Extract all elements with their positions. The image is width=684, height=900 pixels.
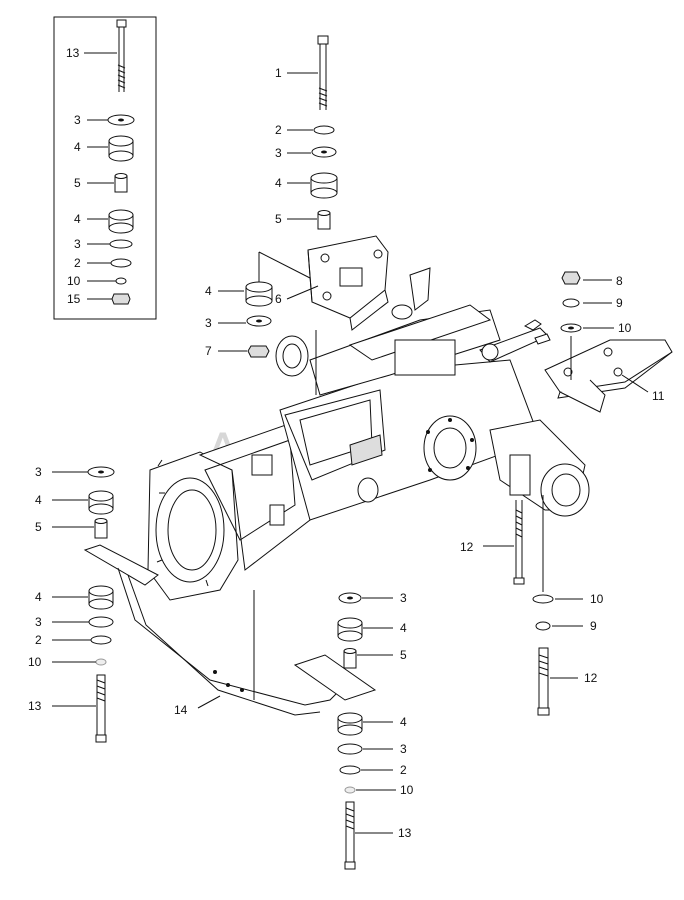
callout-bc-4a: 4 <box>400 621 407 635</box>
callout-bc-3b: 3 <box>400 742 407 756</box>
inset-washer-3b <box>109 239 133 249</box>
top-bracket <box>307 235 389 331</box>
inset-bushing-4b <box>108 209 134 234</box>
mid-nut-7 <box>247 345 270 358</box>
top-mount-stack: 1 2 3 4 5 <box>275 35 338 230</box>
inset-stack: 13 3 4 5 4 3 2 10 15 <box>53 16 157 320</box>
right-top-stack: 8 9 10 11 <box>560 271 665 403</box>
callout-top-2: 2 <box>275 123 282 137</box>
callout-inset-4a: 4 <box>74 140 81 154</box>
callout-inset-3a: 3 <box>74 113 81 127</box>
right-washer-9 <box>562 298 580 308</box>
callout-top-1: 1 <box>275 66 282 80</box>
callout-left-2: 2 <box>35 633 42 647</box>
bc-bolt-13 <box>345 801 355 865</box>
inset-sleeve-5 <box>114 173 128 193</box>
callout-left-13: 13 <box>28 699 42 713</box>
callout-right-11: 11 <box>652 389 665 403</box>
callout-inset-4b: 4 <box>74 212 81 226</box>
callout-right-10: 10 <box>618 321 632 335</box>
callout-bc-4b: 4 <box>400 715 407 729</box>
mid-left-stack: 4 3 7 6 <box>205 251 319 358</box>
right-bracket <box>544 339 673 413</box>
callout-top-3: 3 <box>275 146 282 160</box>
callout-bracket-14: 14 <box>174 703 188 717</box>
top-washer-2 <box>313 125 335 135</box>
left-washer-2 <box>90 635 112 645</box>
callout-top-5: 5 <box>275 212 282 226</box>
callout-mid-3: 3 <box>205 316 212 330</box>
inset-bolt <box>116 19 127 92</box>
bc-washer-2 <box>339 765 361 775</box>
callout-left-3b: 3 <box>35 615 42 629</box>
callout-bc-3a: 3 <box>400 591 407 605</box>
lower-bracket-14 <box>83 544 159 586</box>
right-bolt-12-upper: 12 <box>460 500 525 585</box>
callout-inset-10: 10 <box>67 274 81 288</box>
left-stack: 3 4 5 4 3 2 10 13 14 <box>28 465 377 743</box>
br-washer-9 <box>535 621 551 631</box>
bc-washer-10 <box>344 786 356 794</box>
callout-inset-13: 13 <box>66 46 80 60</box>
left-bolt-13 <box>96 674 106 738</box>
callout-left-5: 5 <box>35 520 42 534</box>
callout-br-9: 9 <box>590 619 597 633</box>
inset-bushing-4a <box>108 135 134 162</box>
inset-washer-2 <box>110 258 132 268</box>
bc-washer-3b <box>337 743 363 755</box>
callout-bc-10: 10 <box>400 783 414 797</box>
callout-inset-3b: 3 <box>74 237 81 251</box>
callout-mid-4: 4 <box>205 284 212 298</box>
callout-bc-5: 5 <box>400 648 407 662</box>
callout-right-9: 9 <box>616 296 623 310</box>
callout-inset-15: 15 <box>67 292 81 306</box>
callout-left-10: 10 <box>28 655 42 669</box>
callout-bc-13: 13 <box>398 826 412 840</box>
inset-nut-15 <box>111 293 131 305</box>
right-nut-8 <box>561 271 581 285</box>
callout-right-12: 12 <box>460 540 474 554</box>
callout-left-4a: 4 <box>35 493 42 507</box>
callout-br-10: 10 <box>590 592 604 606</box>
br-washer-10 <box>532 594 554 604</box>
callout-mid-6: 6 <box>275 292 282 306</box>
transmission-housing <box>147 267 590 700</box>
callout-inset-2: 2 <box>74 256 81 270</box>
callout-right-8: 8 <box>616 274 623 288</box>
callout-bc-2: 2 <box>400 763 407 777</box>
callout-top-4: 4 <box>275 176 282 190</box>
callout-br-12: 12 <box>584 671 598 685</box>
callout-mid-7: 7 <box>205 344 212 358</box>
bottom-center-stack: 3 4 5 4 3 2 10 13 <box>337 591 414 870</box>
bottom-right-stack: 10 9 12 <box>532 495 604 716</box>
callout-left-3: 3 <box>35 465 42 479</box>
left-washer-10 <box>95 658 107 666</box>
inset-frame <box>53 16 157 320</box>
callout-left-4b: 4 <box>35 590 42 604</box>
inset-washer-10 <box>115 277 127 285</box>
callout-inset-5: 5 <box>74 176 81 190</box>
left-washer-3b <box>88 616 114 628</box>
